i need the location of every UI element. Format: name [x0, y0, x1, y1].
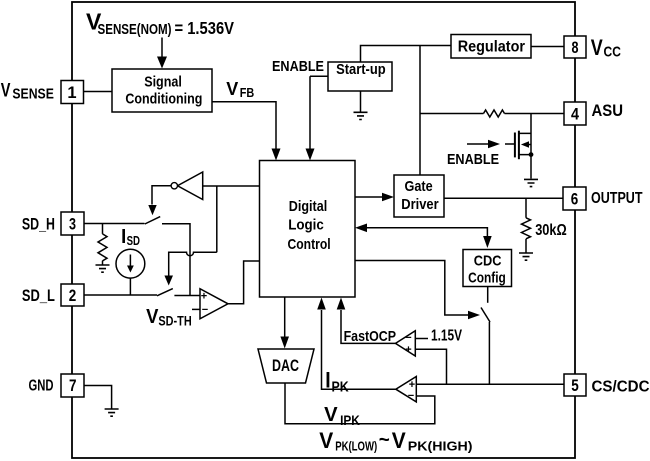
svg-text:ENABLE: ENABLE: [447, 151, 499, 168]
svg-text:SD: SD: [127, 233, 140, 248]
svg-text:6: 6: [571, 190, 579, 208]
svg-text:5: 5: [571, 377, 579, 395]
svg-text:−: −: [202, 304, 208, 316]
svg-text:+: +: [201, 291, 207, 303]
svg-text:8: 8: [572, 39, 579, 57]
svg-text:FastOCP: FastOCP: [344, 329, 397, 345]
svg-text:Config: Config: [468, 269, 506, 286]
svg-text:1.15V: 1.15V: [431, 328, 463, 345]
svg-text:ENABLE: ENABLE: [272, 59, 324, 75]
svg-text:V: V: [1, 80, 11, 102]
svg-text:7: 7: [69, 377, 77, 395]
svg-text:IPK: IPK: [340, 412, 360, 428]
svg-text:Signal: Signal: [144, 73, 182, 90]
svg-text:30kΩ: 30kΩ: [535, 222, 567, 239]
svg-text:Conditioning: Conditioning: [125, 91, 202, 108]
svg-text:I: I: [121, 226, 126, 248]
svg-text:PK: PK: [332, 379, 350, 395]
svg-text:FB: FB: [240, 85, 255, 100]
svg-text:Digital: Digital: [289, 198, 327, 215]
svg-text:~: ~: [379, 429, 390, 451]
svg-text:CDC: CDC: [474, 253, 502, 270]
svg-text:1: 1: [67, 84, 76, 102]
svg-text:V: V: [86, 9, 102, 35]
svg-text:CS/CDC: CS/CDC: [592, 379, 650, 396]
svg-text:V: V: [319, 428, 333, 453]
svg-text:CC: CC: [604, 43, 622, 60]
svg-text:SD_L: SD_L: [22, 286, 55, 305]
svg-text:4: 4: [571, 105, 580, 123]
svg-text:PK(LOW): PK(LOW): [335, 439, 377, 454]
svg-text:Regulator: Regulator: [458, 39, 525, 56]
svg-text:Start-up: Start-up: [336, 61, 386, 78]
svg-text:Driver: Driver: [401, 196, 438, 213]
svg-text:V: V: [146, 306, 159, 328]
svg-text:+: +: [409, 379, 415, 391]
svg-text:V: V: [324, 403, 338, 426]
svg-text:Control: Control: [288, 236, 331, 253]
svg-text:SENSE(NOM): SENSE(NOM): [98, 22, 172, 38]
svg-text:SENSE: SENSE: [12, 86, 54, 102]
svg-text:DAC: DAC: [272, 356, 299, 375]
svg-text:SD-TH: SD-TH: [158, 314, 191, 329]
svg-text:SD_H: SD_H: [22, 214, 55, 233]
svg-text:Gate: Gate: [405, 178, 433, 195]
svg-text:I: I: [325, 368, 330, 393]
svg-text:V: V: [392, 428, 406, 453]
svg-text:= 1.536V: = 1.536V: [175, 18, 235, 38]
svg-text:+: +: [405, 344, 411, 356]
svg-text:Logic: Logic: [288, 217, 324, 234]
svg-text:−: −: [408, 390, 414, 402]
svg-text:PK(HIGH): PK(HIGH): [408, 439, 473, 454]
svg-text:2: 2: [69, 287, 77, 305]
svg-text:GND: GND: [29, 378, 54, 395]
svg-text:V: V: [226, 78, 239, 99]
svg-text:V: V: [591, 35, 603, 60]
svg-text:3: 3: [69, 215, 76, 233]
svg-text:−: −: [405, 332, 411, 344]
svg-text:ASU: ASU: [592, 101, 624, 120]
svg-text:OUTPUT: OUTPUT: [591, 190, 643, 207]
